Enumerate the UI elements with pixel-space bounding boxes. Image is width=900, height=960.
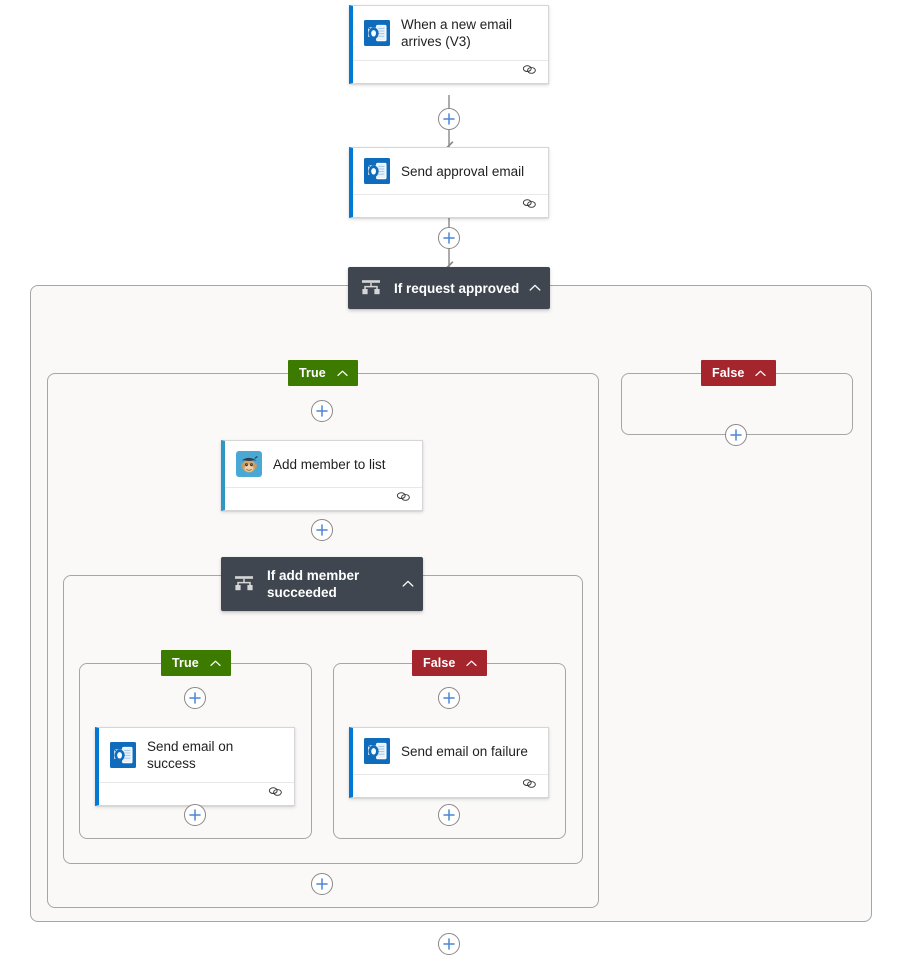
chevron-up-icon[interactable] (401, 577, 415, 591)
outlook-icon (364, 20, 390, 46)
plus-icon (443, 232, 455, 244)
branch-label: False (712, 366, 745, 380)
link-icon[interactable] (521, 777, 538, 795)
node-title: Send email on success (147, 739, 234, 771)
branch-label: True (299, 366, 326, 380)
node-title: If request approved (394, 280, 520, 296)
branch-badge-outer-false[interactable]: False (701, 360, 777, 386)
node-if-request-approved[interactable]: If request approved (348, 267, 550, 309)
node-title: Send email on failure (401, 743, 528, 759)
plus-icon (443, 809, 455, 821)
node-title: Send approval email (401, 163, 525, 179)
outlook-icon (364, 158, 390, 184)
chevron-up-icon[interactable] (465, 657, 478, 670)
plus-icon (443, 692, 455, 704)
add-after-failure-email[interactable] (438, 804, 460, 826)
branch-badge-inner-true[interactable]: True (161, 650, 231, 676)
card-body: Send email on failure (353, 728, 548, 774)
chevron-up-icon[interactable] (754, 367, 767, 380)
card-footer (225, 487, 422, 510)
branch-badge-inner-false[interactable]: False (412, 650, 488, 676)
add-after-trigger[interactable] (438, 108, 460, 130)
card-footer (353, 60, 548, 83)
plus-icon (316, 524, 328, 536)
plus-icon (316, 878, 328, 890)
condition-icon (360, 277, 382, 299)
add-after-add-member[interactable] (311, 519, 333, 541)
node-if-add-member-succeeded[interactable]: If add member succeeded (221, 557, 423, 611)
link-icon[interactable] (395, 490, 412, 508)
node-send-email-on-success[interactable]: Send email on success (95, 727, 295, 806)
chevron-up-icon[interactable] (336, 367, 349, 380)
link-icon[interactable] (267, 785, 284, 803)
node-send-approval-email[interactable]: Send approval email (349, 147, 549, 218)
card-body: Send approval email (353, 148, 548, 194)
node-title: Add member to list (273, 456, 386, 472)
card-body: Send email on success (99, 728, 294, 782)
node-when-a-new-email-arrives[interactable]: When a new email arrives (V3) (349, 5, 549, 84)
add-before-add-member[interactable] (311, 400, 333, 422)
plus-icon (189, 809, 201, 821)
add-in-inner-false[interactable] (438, 687, 460, 709)
plus-icon (443, 938, 455, 950)
card-body: When a new email arrives (V3) (353, 6, 548, 60)
condition-icon (233, 573, 255, 595)
add-after-send-approval[interactable] (438, 227, 460, 249)
branch-badge-outer-true[interactable]: True (288, 360, 358, 386)
branch-label: True (172, 656, 199, 670)
link-icon[interactable] (521, 63, 538, 81)
add-after-outer-condition[interactable] (438, 933, 460, 955)
chevron-up-icon[interactable] (528, 281, 542, 295)
node-send-email-on-failure[interactable]: Send email on failure (349, 727, 549, 798)
plus-icon (730, 429, 742, 441)
link-icon[interactable] (521, 197, 538, 215)
plus-icon (189, 692, 201, 704)
card-footer (353, 774, 548, 797)
add-after-success-email[interactable] (184, 804, 206, 826)
outlook-icon (364, 738, 390, 764)
node-title: If add member succeeded (267, 568, 360, 600)
add-in-false-branch[interactable] (725, 424, 747, 446)
card-footer (353, 194, 548, 217)
branch-label: False (423, 656, 456, 670)
plus-icon (443, 113, 455, 125)
add-in-inner-true[interactable] (184, 687, 206, 709)
card-footer (99, 782, 294, 805)
chevron-up-icon[interactable] (209, 657, 222, 670)
node-title: When a new email arrives (V3) (401, 17, 513, 49)
card-body: Add member to list (225, 441, 422, 487)
plus-icon (316, 405, 328, 417)
node-add-member-to-list[interactable]: Add member to list (221, 440, 423, 511)
add-after-inner-condition[interactable] (311, 873, 333, 895)
outlook-icon (110, 742, 136, 768)
mailchimp-icon (236, 451, 262, 477)
